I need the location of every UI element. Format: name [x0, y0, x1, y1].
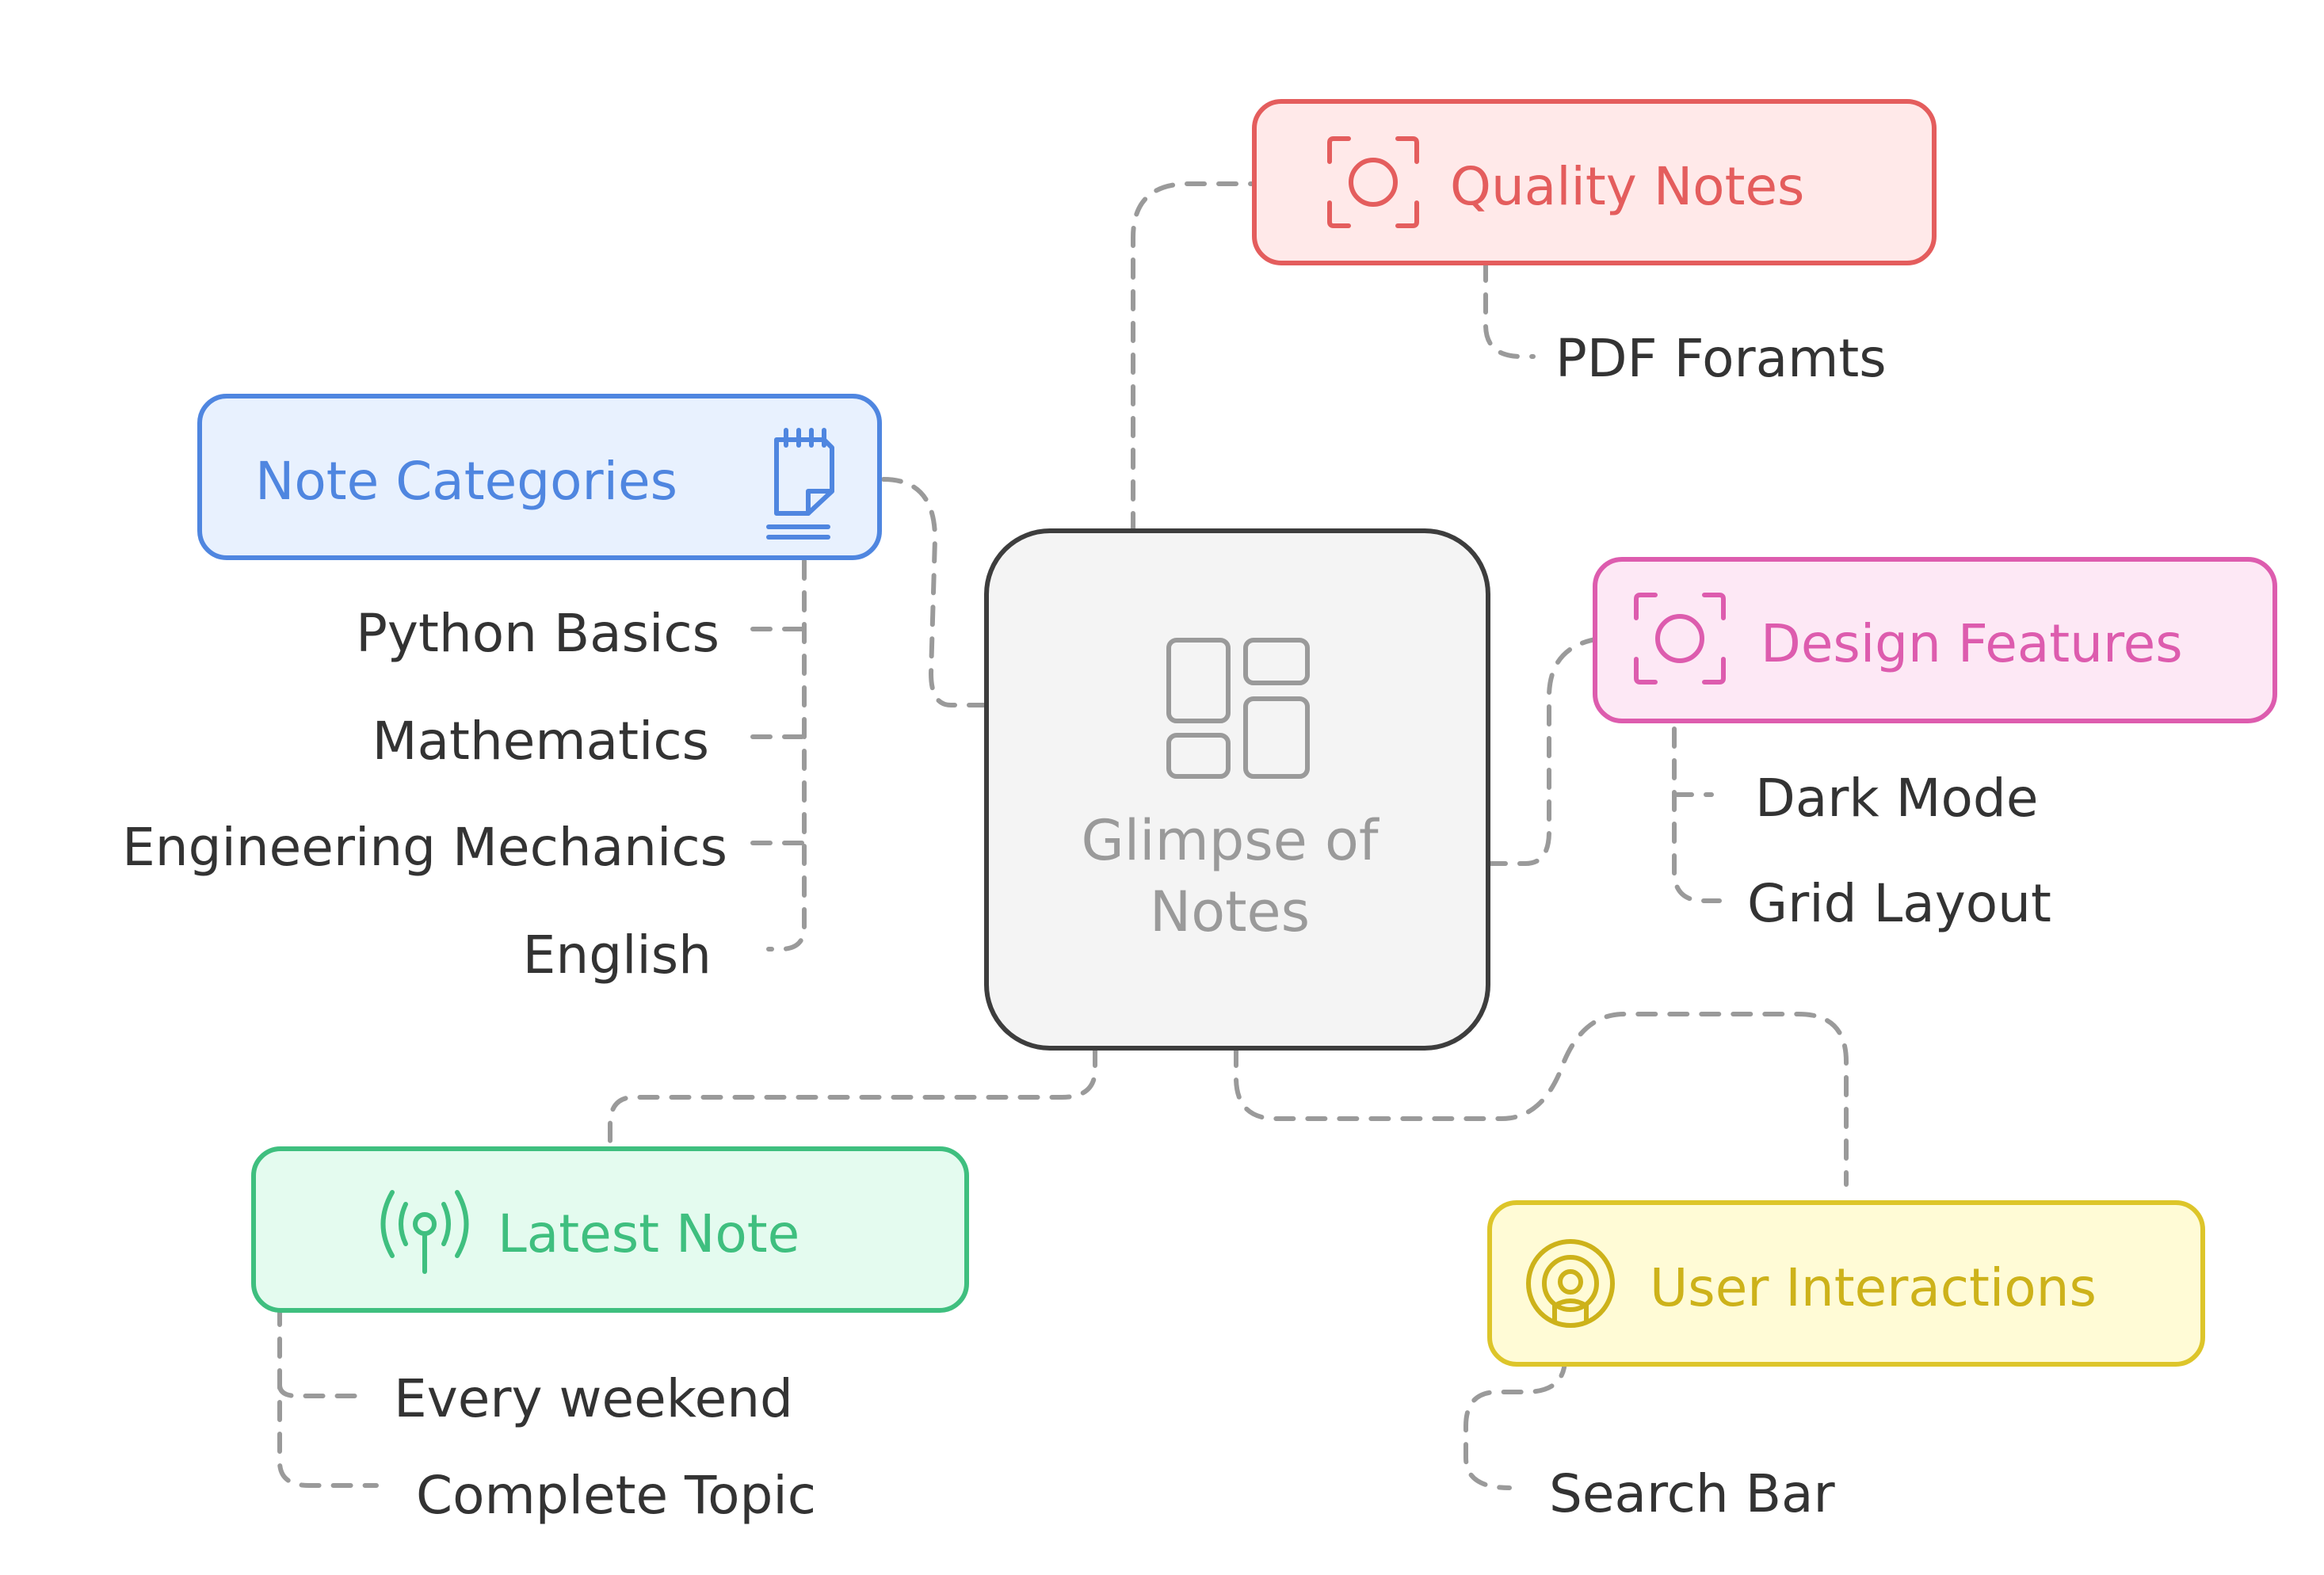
notepad-icon: [766, 428, 834, 540]
category-item-engineering: Engineering Mechanics: [122, 817, 727, 878]
user-item-searchbar: Search Bar: [1549, 1463, 1835, 1524]
category-item-english: English: [523, 925, 712, 986]
latest-item-complete-topic: Complete Topic: [416, 1465, 816, 1526]
connector-categories-trunk: [766, 559, 807, 951]
quality-notes-box: [1252, 99, 1937, 265]
note-categories-node[interactable]: Note Categories: [197, 394, 882, 560]
center-node[interactable]: Glimpse of Notes: [984, 528, 1490, 1051]
center-title-line1: Glimpse of: [1081, 808, 1379, 873]
connectors: [277, 181, 1849, 1490]
note-categories-box: [197, 394, 882, 560]
connector-design-trunk: [1672, 695, 1722, 903]
latest-item-weekend: Every weekend: [394, 1368, 793, 1429]
connector-quality-pdf: [1483, 261, 1536, 359]
design-item-gridlayout: Grid Layout: [1747, 873, 2051, 934]
design-features-box: [1593, 557, 2277, 723]
connector-center-latest: [608, 1046, 1097, 1150]
design-features-node[interactable]: Design Features: [1593, 557, 2277, 723]
quality-notes-node[interactable]: Quality Notes: [1252, 99, 1937, 265]
connector-center-design: [1486, 635, 1611, 866]
quality-notes-title: Quality Notes: [1450, 156, 1804, 217]
category-item-mathematics: Mathematics: [372, 711, 709, 772]
user-broadcast-icon: [1526, 1239, 1615, 1328]
design-item-darkmode: Dark Mode: [1755, 768, 2038, 829]
focus-frame-icon: [1634, 593, 1726, 685]
user-interactions-title: User Interactions: [1650, 1257, 2097, 1318]
latest-note-node[interactable]: Latest Note: [251, 1146, 969, 1313]
connector-user-searchbar: [1463, 1356, 1567, 1490]
layout-grid-icon: [1166, 638, 1310, 779]
design-features-title: Design Features: [1761, 613, 2183, 674]
latest-note-box: [251, 1146, 969, 1313]
connector-latest-trunk: [277, 1305, 379, 1488]
connector-center-categories: [881, 477, 989, 707]
category-item-python: Python Basics: [356, 603, 719, 664]
latest-note-title: Latest Note: [498, 1203, 799, 1264]
connector-weekend: [277, 1382, 367, 1398]
broadcast-antenna-icon: [380, 1190, 469, 1274]
user-interactions-node[interactable]: User Interactions: [1487, 1200, 2205, 1367]
quality-item-pdf: PDF Foramts: [1555, 328, 1887, 389]
center-title-line2: Notes: [1150, 879, 1310, 944]
center-node-box: [984, 528, 1490, 1051]
note-categories-title: Note Categories: [255, 451, 677, 512]
connector-center-quality: [1131, 181, 1254, 533]
connector-center-user: [1234, 1012, 1849, 1187]
user-interactions-box: [1487, 1200, 2205, 1367]
focus-frame-icon: [1327, 136, 1419, 228]
